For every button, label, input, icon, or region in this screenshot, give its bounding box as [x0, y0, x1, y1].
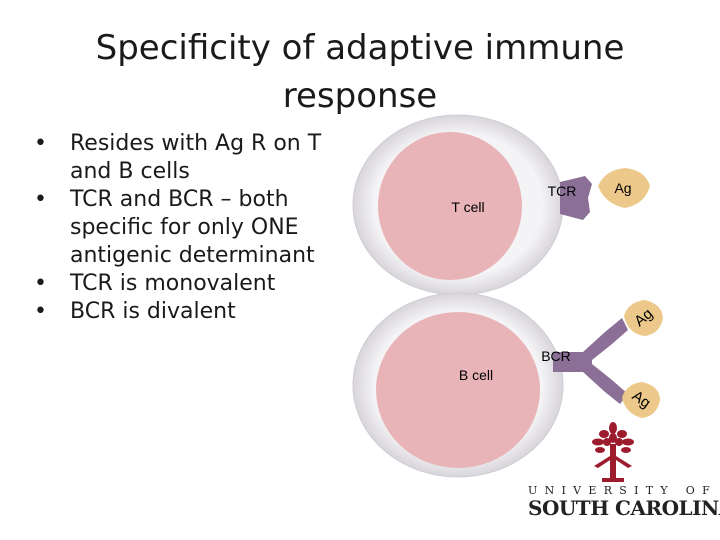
palmetto-tree-icon	[528, 422, 698, 484]
bcr-label: BCR	[541, 348, 571, 364]
logo-line2: SOUTH CAROLINA	[528, 496, 698, 520]
university-logo: UNIVERSITY OF SOUTH CAROLINA	[528, 422, 698, 522]
antigen-bcr-lower: Ag	[622, 382, 660, 418]
t-cell-label: T cell	[451, 199, 484, 215]
antigen-bcr-upper: Ag	[624, 300, 663, 336]
b-cell-label: B cell	[459, 367, 493, 383]
antigen-tcr: Ag	[598, 168, 650, 208]
ag-label-top: Ag	[614, 180, 631, 196]
t-cell: T cell	[353, 115, 563, 295]
tcr-label: TCR	[548, 183, 577, 199]
